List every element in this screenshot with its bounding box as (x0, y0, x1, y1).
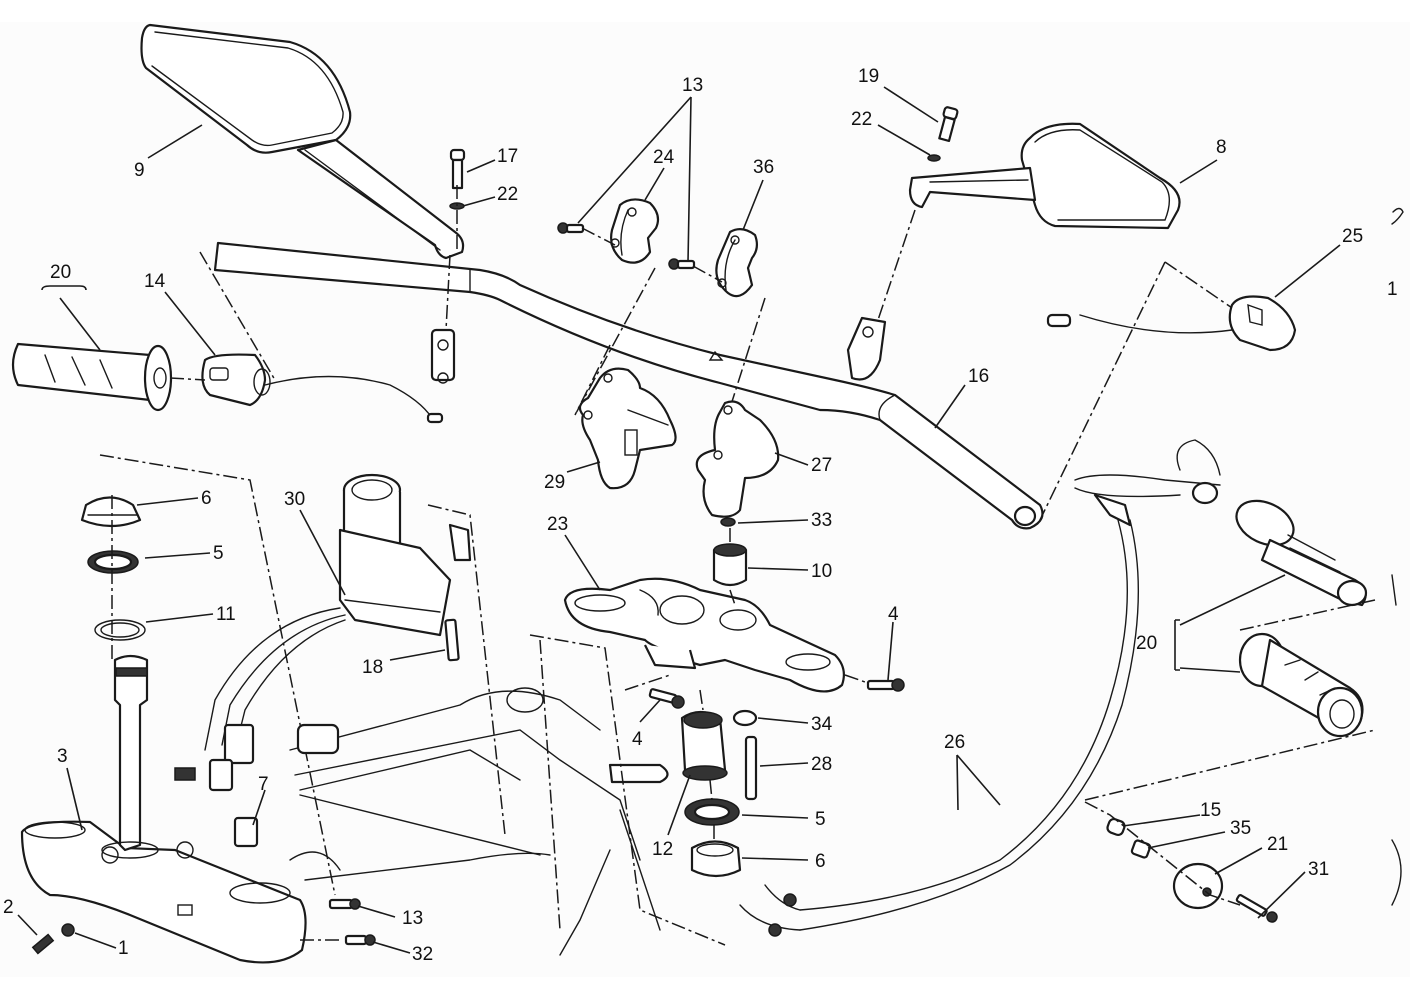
ignition-lock (338, 473, 472, 637)
callout-8: 8 (1216, 137, 1227, 158)
callout-21: 21 (1267, 834, 1288, 855)
callouts: 9 17 22 13 24 36 19 22 8 25 20 14 16 29 … (3, 66, 1398, 965)
washer-34 (732, 709, 758, 727)
edge-fragment (1391, 207, 1404, 906)
callout-6: 6 (201, 488, 212, 509)
mirror-clamp-left (430, 328, 456, 384)
callout-18: 18 (362, 657, 383, 678)
callout-33: 33 (811, 510, 832, 531)
callout-32: 32 (412, 944, 433, 965)
callout-13: 13 (682, 75, 703, 96)
callout-11: 11 (216, 604, 236, 625)
callout-2: 2 (3, 897, 14, 918)
callout-4: 4 (632, 729, 643, 750)
leader-lines (17, 86, 1341, 954)
callout-3: 3 (57, 746, 68, 767)
callout-15: 15 (1200, 800, 1221, 821)
right-switch (1046, 295, 1297, 352)
callout-10: 10 (811, 561, 832, 582)
lower-bearing (690, 840, 742, 878)
callout-31: 31 (1308, 859, 1329, 880)
callout-25: 25 (1342, 226, 1363, 247)
stop-screw (31, 923, 75, 955)
callout-1-edge: 1 (1387, 279, 1398, 300)
callout-22: 22 (497, 184, 518, 205)
callout-24: 24 (653, 147, 675, 168)
mirror-clamp-right (846, 316, 887, 381)
spacer (712, 543, 748, 587)
callout-35: 35 (1230, 818, 1251, 839)
callout-9: 9 (134, 160, 145, 181)
frame (289, 687, 669, 956)
stud (744, 735, 758, 801)
left-switch (201, 353, 444, 424)
callout-28: 28 (811, 754, 832, 775)
lock-bolt (444, 618, 460, 662)
callout-26: 26 (944, 732, 965, 753)
callout-27: 27 (811, 455, 832, 476)
callout-13: 13 (402, 908, 423, 929)
callout-5: 5 (213, 543, 224, 564)
riser-left (578, 367, 677, 490)
mirror-bolt-left (449, 148, 466, 210)
riser-right (695, 400, 780, 518)
callout-14: 14 (144, 271, 166, 292)
callout-17: 17 (497, 146, 518, 167)
lower-triple-clamp (20, 820, 307, 964)
callout-20: 20 (50, 262, 71, 283)
washer-33 (720, 517, 736, 527)
callout-16: 16 (968, 366, 989, 387)
callout-6: 6 (815, 851, 826, 872)
steering-nut (680, 710, 728, 781)
clamp-screw-right (866, 678, 905, 692)
stem-upper-parts (80, 496, 146, 641)
callout-30: 30 (284, 489, 305, 510)
callout-20: 20 (1136, 633, 1157, 654)
riser-clamp-left (610, 198, 660, 264)
left-grip-alt (1238, 632, 1364, 738)
callout-7: 7 (258, 774, 269, 795)
frame-bolt-32 (344, 934, 376, 946)
left-grip (11, 342, 173, 412)
callout-12: 12 (652, 839, 673, 860)
callout-1: 1 (118, 938, 129, 959)
riser-clamp-right (715, 228, 759, 298)
clamp-bolt (557, 222, 696, 270)
wiring-harness (174, 607, 346, 848)
throttle-grip (1235, 499, 1368, 607)
right-mirror (908, 122, 1181, 230)
callout-19: 19 (858, 66, 879, 87)
callout-5: 5 (815, 809, 826, 830)
steering-stem (101, 654, 159, 859)
callout-34: 34 (811, 714, 833, 735)
callout-36: 36 (753, 157, 774, 178)
mirror-bolt-right (927, 106, 959, 162)
frame-bolt (328, 898, 361, 910)
callout-4: 4 (888, 604, 899, 625)
clamp-screw-left (648, 688, 685, 709)
upper-triple-clamp (563, 577, 845, 693)
left-mirror (140, 23, 465, 260)
callout-23: 23 (547, 514, 568, 535)
throttle-cables (739, 439, 1221, 937)
handlebar (213, 241, 1044, 530)
callout-22: 22 (851, 109, 872, 130)
callout-29: 29 (544, 472, 565, 493)
